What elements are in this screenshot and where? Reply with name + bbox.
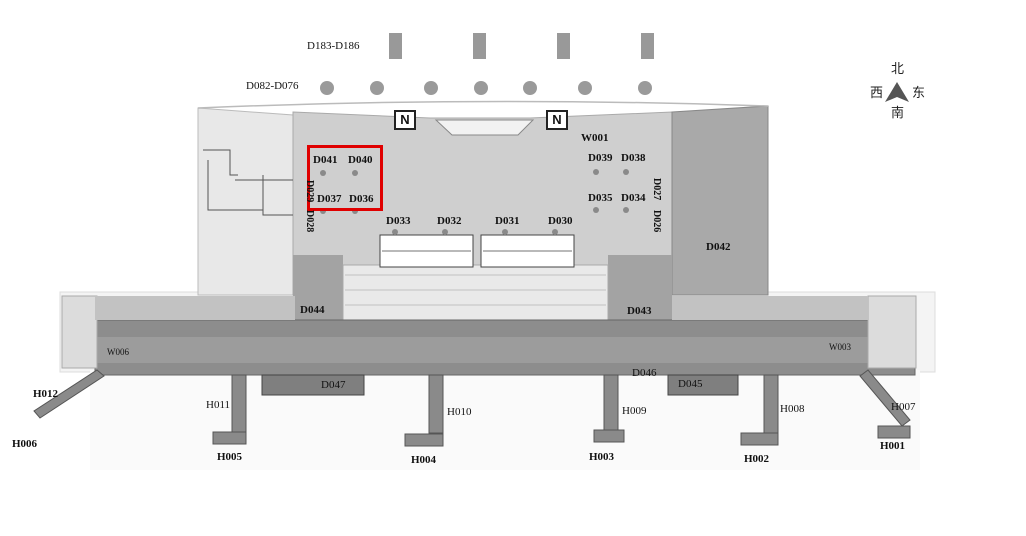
- range-label-lower: D082-D076: [246, 80, 299, 92]
- gate-label-d042: D042: [706, 241, 731, 253]
- gate-label-d032: D032: [437, 215, 462, 227]
- gate-label-w001: W001: [581, 132, 609, 144]
- gate-label-d045: D045: [678, 378, 703, 390]
- pier-label-h006: H006: [12, 438, 38, 450]
- gate-label-d030: D030: [548, 215, 573, 227]
- remote-stand-circle: [638, 81, 652, 95]
- remote-stand-circle: [474, 81, 488, 95]
- pier-label-h009: H009: [622, 405, 647, 417]
- gate-label-d039: D039: [588, 152, 613, 164]
- remote-stand-bar: [557, 33, 570, 59]
- gate-label-d037: D037: [317, 193, 342, 205]
- gate-label-w003: W003: [829, 342, 851, 352]
- highlighted-gate-area: [307, 145, 383, 211]
- compass-south-label: 南: [891, 106, 905, 121]
- gate-label-d031: D031: [495, 215, 520, 227]
- apron-lower: [90, 370, 920, 470]
- compass-arrow-icon: [885, 82, 909, 102]
- pier-label-h012: H012: [33, 388, 59, 400]
- n-marker-west: N: [394, 110, 416, 130]
- gate-label-d029: D029: [304, 180, 315, 203]
- gate-label-d047: D047: [321, 379, 346, 391]
- remote-stand-circle: [523, 81, 537, 95]
- concourse-west-end: [61, 295, 98, 369]
- pier-label-h005: H005: [217, 451, 243, 463]
- hall-west-wing: [197, 107, 294, 296]
- remote-stand-circle: [370, 81, 384, 95]
- hall-east-wing: [671, 105, 769, 296]
- hall-roof-curve: [197, 100, 769, 109]
- range-label-upper: D183-D186: [307, 40, 360, 52]
- gate-label-d041: D041: [313, 154, 338, 166]
- gate-label-d027: D027: [651, 178, 662, 201]
- gate-label-d035: D035: [588, 192, 613, 204]
- room-d045-shape: [667, 374, 739, 396]
- remote-stand-bar: [389, 33, 402, 59]
- gate-label-d028: D028: [304, 210, 315, 233]
- gate-label-d044: D044: [300, 304, 325, 316]
- remote-stand-bar: [473, 33, 486, 59]
- gate-label-d040: D040: [348, 154, 373, 166]
- pier-label-h008: H008: [780, 403, 805, 415]
- pier-label-h011: H011: [206, 399, 231, 411]
- concourse-inner: [95, 337, 915, 363]
- gate-label-d046: D046: [632, 367, 657, 379]
- remote-stand-bar: [641, 33, 654, 59]
- compass-north-label: 北: [891, 62, 905, 77]
- remote-stand-bars: [389, 33, 654, 59]
- room-d047-shape: [261, 374, 365, 396]
- jet-bridges: [33, 369, 911, 447]
- concourse-north-strip: [672, 296, 868, 320]
- pier-label-h010: H010: [447, 406, 472, 418]
- gate-label-d043: D043: [627, 305, 652, 317]
- gate-label-d038: D038: [621, 152, 646, 164]
- hall-south-central: [342, 264, 609, 321]
- pier-label-h002: H002: [744, 453, 770, 465]
- hall-southwest-block: [293, 255, 343, 320]
- pier-label-h003: H003: [589, 451, 615, 463]
- gate-label-w006: W006: [107, 347, 129, 357]
- gate-label-d034: D034: [621, 192, 646, 204]
- hall-southeast-block: [608, 255, 672, 320]
- compass-east-label: 东: [912, 86, 926, 101]
- hall-top-bulge: [434, 119, 535, 136]
- gate-label-d026: D026: [651, 210, 662, 233]
- concourse-north-strip: [95, 296, 295, 320]
- pier-label-h001: H001: [880, 440, 906, 452]
- remote-stand-circle: [320, 81, 334, 95]
- pier-label-h004: H004: [411, 454, 437, 466]
- concourse-east-end: [867, 295, 917, 369]
- gate-label-d036: D036: [349, 193, 374, 205]
- n-marker-east: N: [546, 110, 568, 130]
- south-central-lines: [345, 274, 606, 306]
- gate-label-d033: D033: [386, 215, 411, 227]
- remote-stand-circle: [424, 81, 438, 95]
- west-wing-walls: [203, 149, 293, 216]
- remote-stand-circles: [320, 81, 652, 95]
- remote-stand-circle: [578, 81, 592, 95]
- compass-west-label: 西: [870, 86, 884, 101]
- pier-label-h007: H007: [891, 401, 916, 413]
